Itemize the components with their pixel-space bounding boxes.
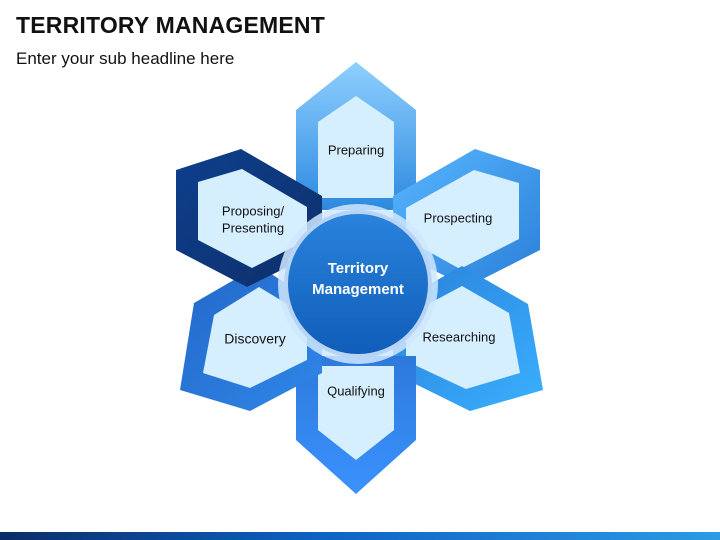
step-label-proposing-line-1: Proposing/ — [222, 203, 285, 218]
step-label-researching: Researching — [423, 329, 496, 344]
step-label-qualifying: Qualifying — [327, 383, 385, 398]
center-label-line-2: Management — [312, 281, 404, 298]
step-label-discovery: Discovery — [224, 331, 285, 347]
center-node: Territory Management — [284, 210, 432, 358]
petal-qualifying: Qualifying — [296, 356, 416, 494]
step-label-preparing: Preparing — [328, 142, 384, 157]
petal-preparing: Preparing — [296, 62, 416, 210]
bottom-accent-bar — [0, 532, 720, 540]
center-label-line-1: Territory — [328, 260, 389, 277]
slide-subtitle: Enter your sub headline here — [16, 49, 235, 68]
slide-title: TERRITORY MANAGEMENT — [16, 12, 325, 38]
step-label-proposing-line-2: Presenting — [222, 220, 284, 235]
step-label-prospecting: Prospecting — [424, 210, 493, 225]
